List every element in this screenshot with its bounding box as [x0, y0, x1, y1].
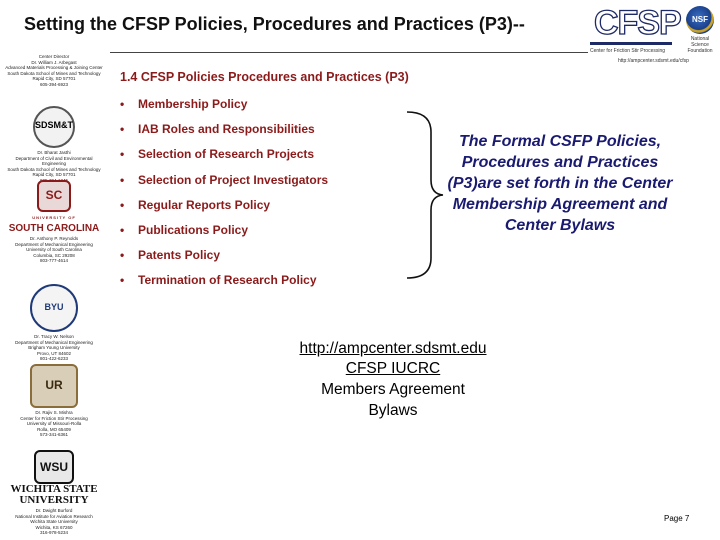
- university-entry: Center Director Dr. William J. Arbegast …: [4, 52, 104, 87]
- cfsp-logo-subtitle: Center for Friction Stir Processing: [590, 48, 666, 54]
- policy-list-item: •Termination of Research Policy: [120, 273, 317, 288]
- page-number: Page 7: [664, 514, 690, 523]
- university-caption: Dr. Anthony P. Reynolds Department of Me…: [15, 236, 93, 263]
- university-caption: Dr. Dwight Burford National Institute fo…: [15, 508, 93, 535]
- umr-seal-icon: UR: [30, 364, 78, 408]
- cfsp-iucrc-link[interactable]: CFSP IUCRC: [345, 360, 441, 377]
- wsu-logo-icon: WSU: [34, 450, 74, 484]
- university-sidebar: Center Director Dr. William J. Arbegast …: [0, 52, 110, 540]
- bullet-icon: •: [120, 147, 125, 162]
- p3-callout-text: The Formal CSFP Policies, Procedures and…: [447, 133, 673, 234]
- bullet-icon: •: [120, 122, 125, 137]
- policy-list-item: •Regular Reports Policy: [120, 197, 271, 212]
- wsu-name: WICHITA STATE UNIVERSITY: [10, 483, 98, 506]
- bullet-icon: •: [120, 197, 125, 212]
- university-entry: BYU Dr. Tracy W. Nelson Department of Me…: [4, 284, 104, 362]
- university-entry: WSU WICHITA STATE UNIVERSITY Dr. Dwight …: [4, 450, 104, 536]
- university-entry: SDSM&T Dr. Bharat Jasthi Department of C…: [4, 106, 104, 183]
- cfsp-logo-underline: [590, 42, 672, 45]
- policy-list-item: •Selection of Research Projects: [120, 147, 315, 162]
- reference-links: http://ampcenter.sdsmt.edu CFSP IUCRC Me…: [298, 340, 488, 421]
- policy-list: •Membership Policy •IAB Roles and Respon…: [120, 97, 328, 299]
- bullet-icon: •: [120, 222, 125, 237]
- policy-list-item: •Membership Policy: [120, 97, 248, 111]
- sdsmt-seal-icon: SDSM&T: [33, 106, 75, 148]
- cfsp-logo: CFSP Center for Friction Stir Processing…: [590, 3, 716, 66]
- policy-list-item: •Selection of Project Investigators: [120, 172, 329, 187]
- university-caption: Dr. Bharat Jasthi Department of Civil an…: [7, 150, 101, 183]
- slide-title: Setting the CFSP Policies, Procedures an…: [24, 14, 525, 34]
- policy-list-item: •IAB Roles and Responsibilities: [120, 122, 315, 137]
- nsf-seal-icon: NSF: [686, 6, 714, 34]
- bullet-icon: •: [120, 97, 125, 111]
- policy-list-item: •Publications Policy: [120, 222, 249, 237]
- byu-seal-icon: BYU: [30, 284, 78, 332]
- usc-logo-icon: SC: [37, 180, 71, 212]
- bullet-icon: •: [120, 248, 125, 263]
- bullet-icon: •: [120, 273, 125, 288]
- nsf-seal-caption: National Science Foundation: [687, 36, 713, 54]
- section-heading: 1.4 CFSP Policies Procedures and Practic…: [120, 70, 409, 84]
- university-caption: Dr. Tracy W. Nelson Department of Mechan…: [15, 334, 93, 361]
- members-agreement-text: Members Agreement: [321, 381, 465, 398]
- bullet-icon: •: [120, 172, 125, 187]
- ampcenter-link[interactable]: http://ampcenter.sdsmt.edu: [299, 340, 487, 357]
- policy-list-item: •Patents Policy: [120, 248, 221, 263]
- bylaws-text: Bylaws: [368, 402, 418, 419]
- curly-brace-icon: [406, 111, 444, 279]
- cfsp-logo-url: http://ampcenter.sdsmt.edu/cfsp: [618, 58, 689, 64]
- university-caption: Center Director Dr. William J. Arbegast …: [5, 54, 103, 87]
- university-entry: UR Dr. Rajiv S. Mishra Center for Fricti…: [4, 364, 104, 438]
- university-caption: Dr. Rajiv S. Mishra Center for Friction …: [20, 410, 88, 437]
- title-divider: [110, 52, 588, 53]
- cfsp-logo-wordmark: CFSP: [593, 3, 682, 42]
